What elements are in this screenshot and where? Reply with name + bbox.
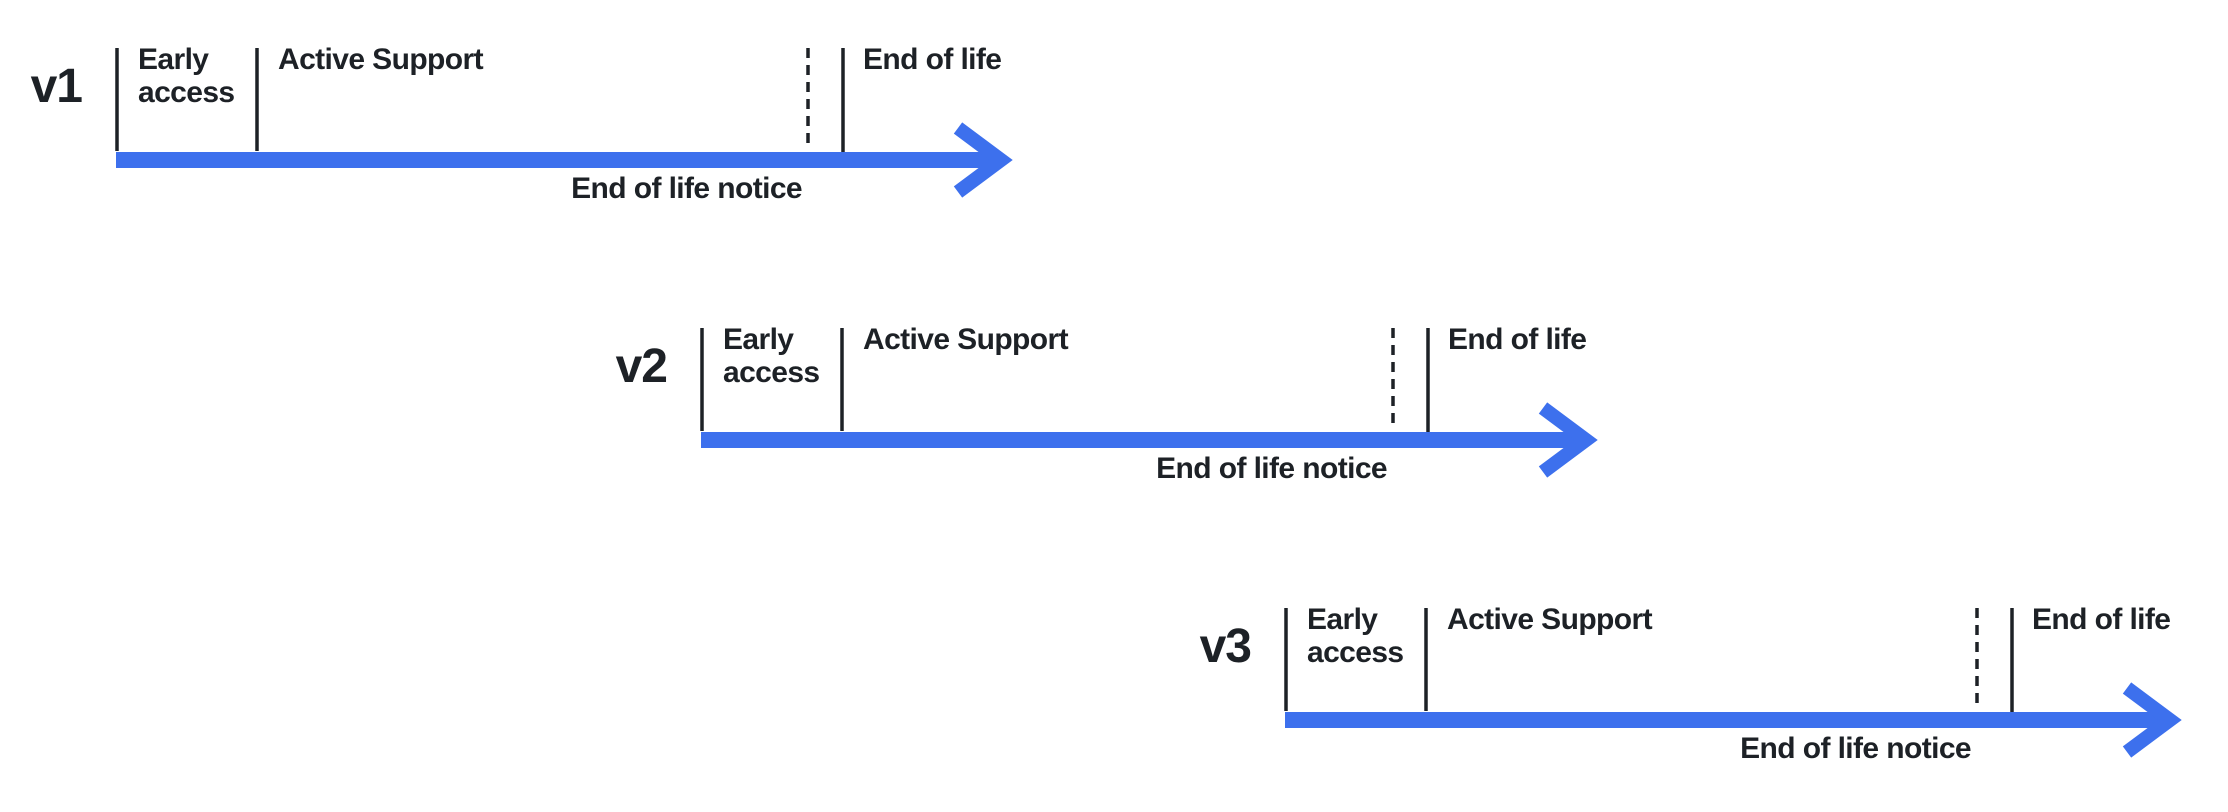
phase-label-end-of-life: End of life bbox=[2032, 603, 2171, 636]
version-label: v2 bbox=[615, 340, 668, 393]
timeline-v2-graphic bbox=[700, 328, 1598, 478]
arrow-head-icon bbox=[1538, 402, 1598, 478]
timeline-v3-graphic bbox=[1284, 608, 2182, 758]
timeline-v1: v1 Early access Active Support End of li… bbox=[20, 30, 1030, 212]
phase-label-early-access: Early access bbox=[1307, 603, 1404, 669]
arrow-head-icon bbox=[953, 122, 1013, 198]
timeline-v3: v3 Early access Active Support End of li… bbox=[1189, 590, 2199, 772]
eol-notice-label: End of life notice bbox=[1740, 732, 1971, 765]
phase-label-early-access: Early access bbox=[138, 43, 235, 109]
timeline-v1-graphic bbox=[115, 48, 1013, 198]
arrow-head-icon bbox=[2122, 682, 2182, 758]
version-label: v1 bbox=[30, 60, 83, 113]
phase-label-active-support: Active Support bbox=[278, 43, 484, 76]
version-label: v3 bbox=[1199, 620, 1252, 673]
phase-label-active-support: Active Support bbox=[863, 323, 1069, 356]
phase-label-active-support: Active Support bbox=[1447, 603, 1653, 636]
phase-label-end-of-life: End of life bbox=[863, 43, 1002, 76]
eol-notice-label: End of life notice bbox=[571, 172, 802, 205]
phase-label-early-access: Early access bbox=[723, 323, 820, 389]
phase-label-end-of-life: End of life bbox=[1448, 323, 1587, 356]
eol-notice-label: End of life notice bbox=[1156, 452, 1387, 485]
timeline-v2: v2 Early access Active Support End of li… bbox=[605, 310, 1615, 492]
